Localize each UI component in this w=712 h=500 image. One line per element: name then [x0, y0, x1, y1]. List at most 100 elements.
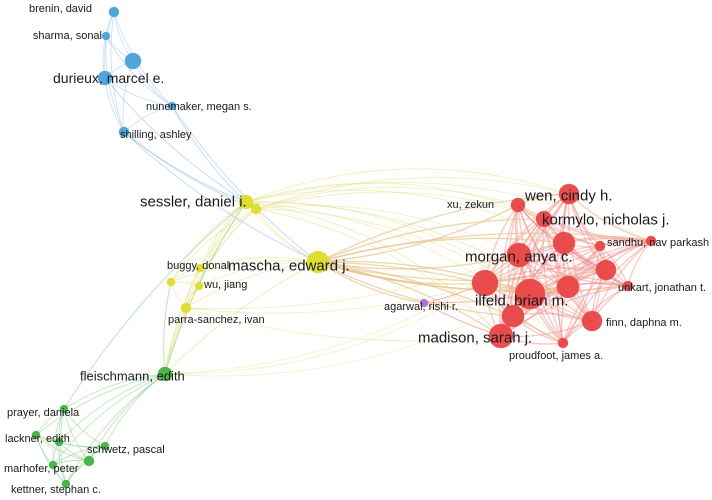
- node-unkart[interactable]: [622, 280, 634, 292]
- node-shilling[interactable]: [118, 126, 130, 138]
- node-label-buggy: buggy, donal: [167, 260, 229, 272]
- network-edge: [123, 131, 319, 263]
- network-edge: [317, 261, 564, 344]
- network-edge: [185, 282, 486, 314]
- network-edge: [59, 408, 67, 485]
- network-edge: [171, 105, 319, 263]
- network-edge: [317, 261, 514, 317]
- node-label-marhofer: marhofer, peter: [4, 463, 79, 475]
- network-edge: [35, 373, 166, 436]
- network-edge: [562, 245, 601, 344]
- node-label-prayer: prayer, daniela: [7, 407, 80, 419]
- node-label-kormylo: kormylo, nicholas j.: [542, 211, 670, 228]
- node-label-unkart: unkart, jonathan t.: [618, 282, 706, 294]
- network-edge: [517, 204, 652, 242]
- network-edge: [123, 131, 247, 203]
- node-redh[interactable]: [594, 240, 606, 252]
- node-yellowsmall[interactable]: [250, 203, 262, 215]
- network-edge: [164, 293, 531, 377]
- node-brenin[interactable]: [108, 6, 120, 18]
- network-edge: [317, 204, 519, 263]
- network-edge: [245, 182, 652, 242]
- node-rede[interactable]: [471, 269, 499, 297]
- node-durieux[interactable]: [97, 70, 113, 86]
- node-sharma[interactable]: [101, 31, 111, 41]
- node-redd[interactable]: [595, 259, 617, 281]
- node-mascha[interactable]: [306, 250, 330, 274]
- network-edge: [562, 285, 629, 344]
- node-finn[interactable]: [581, 310, 603, 332]
- node-agarwal[interactable]: [419, 298, 429, 308]
- network-edge: [317, 261, 593, 322]
- node-marhofer[interactable]: [48, 460, 58, 470]
- network-edge: [105, 35, 173, 107]
- node-bluehub[interactable]: [124, 52, 142, 70]
- network-edge: [52, 373, 166, 466]
- node-redg[interactable]: [501, 304, 525, 328]
- network-edge: [58, 373, 166, 443]
- network-edge: [170, 201, 247, 283]
- node-ilfeld[interactable]: [514, 278, 546, 310]
- node-label-shilling: shilling, ashley: [120, 129, 192, 141]
- network-edge: [255, 208, 531, 295]
- node-label-parra: parra-sanchez, ivan: [168, 314, 265, 326]
- network-edge: [517, 204, 601, 247]
- node-label-wen: wen, cindy h.: [524, 187, 613, 204]
- network-edge: [104, 77, 247, 203]
- network-edge: [317, 232, 652, 263]
- node-xu[interactable]: [510, 197, 526, 213]
- node-layer: [31, 6, 657, 489]
- network-edge: [245, 168, 570, 203]
- node-label-xu: xu, zekun: [447, 199, 494, 211]
- network-edge: [317, 260, 531, 295]
- node-wen[interactable]: [558, 183, 580, 205]
- node-lackner[interactable]: [31, 430, 41, 440]
- network-edge: [185, 254, 520, 310]
- node-fleischmann[interactable]: [157, 366, 173, 382]
- node-label-ilfeld: ilfeld, brian m.: [475, 292, 568, 309]
- network-edge: [245, 201, 564, 344]
- network-edge: [245, 201, 502, 337]
- node-proudfoot[interactable]: [557, 337, 569, 349]
- node-redc[interactable]: [552, 231, 576, 255]
- node-kormylo[interactable]: [535, 210, 553, 228]
- network-edge: [245, 182, 545, 220]
- node-kettner[interactable]: [61, 479, 71, 489]
- network-edge: [113, 11, 173, 107]
- node-label-finn: finn, daphna m.: [606, 317, 682, 329]
- node-nunemaker[interactable]: [167, 101, 177, 111]
- network-edge: [500, 245, 601, 337]
- node-parra[interactable]: [180, 302, 192, 314]
- node-label-sessler: sessler, daniel i.: [140, 193, 247, 210]
- network-edge: [317, 261, 607, 282]
- network-edge: [163, 281, 172, 375]
- node-schwetz[interactable]: [100, 441, 110, 451]
- node-sandhu[interactable]: [645, 235, 657, 247]
- network-edge: [185, 201, 247, 309]
- network-edge: [63, 201, 247, 410]
- node-label-schwetz: schwetz, pascal: [87, 444, 165, 456]
- node-label-sandhu: sandhu, nav parkash s.: [607, 237, 712, 249]
- node-greenb[interactable]: [83, 455, 95, 467]
- node-madison[interactable]: [488, 323, 514, 349]
- node-sessler[interactable]: [238, 194, 254, 210]
- node-morgan[interactable]: [506, 242, 532, 268]
- network-edge: [185, 261, 319, 309]
- node-label-mascha: mascha, edward j.: [228, 257, 350, 274]
- network-edge: [543, 218, 652, 242]
- network-edge: [500, 218, 545, 337]
- node-label-wu: wu, jiang: [203, 279, 247, 291]
- node-buggy[interactable]: [195, 263, 205, 273]
- node-yellowleft[interactable]: [166, 277, 176, 287]
- node-label-proudfoot: proudfoot, james a.: [509, 350, 603, 362]
- node-wu[interactable]: [194, 281, 204, 291]
- network-edge: [562, 240, 652, 344]
- network-edge: [65, 373, 166, 485]
- network-edge: [164, 282, 486, 375]
- network-edge: [105, 35, 125, 133]
- network-edge: [317, 261, 629, 293]
- node-greenmid[interactable]: [54, 437, 64, 447]
- node-redf[interactable]: [556, 275, 580, 299]
- node-prayer[interactable]: [59, 404, 69, 414]
